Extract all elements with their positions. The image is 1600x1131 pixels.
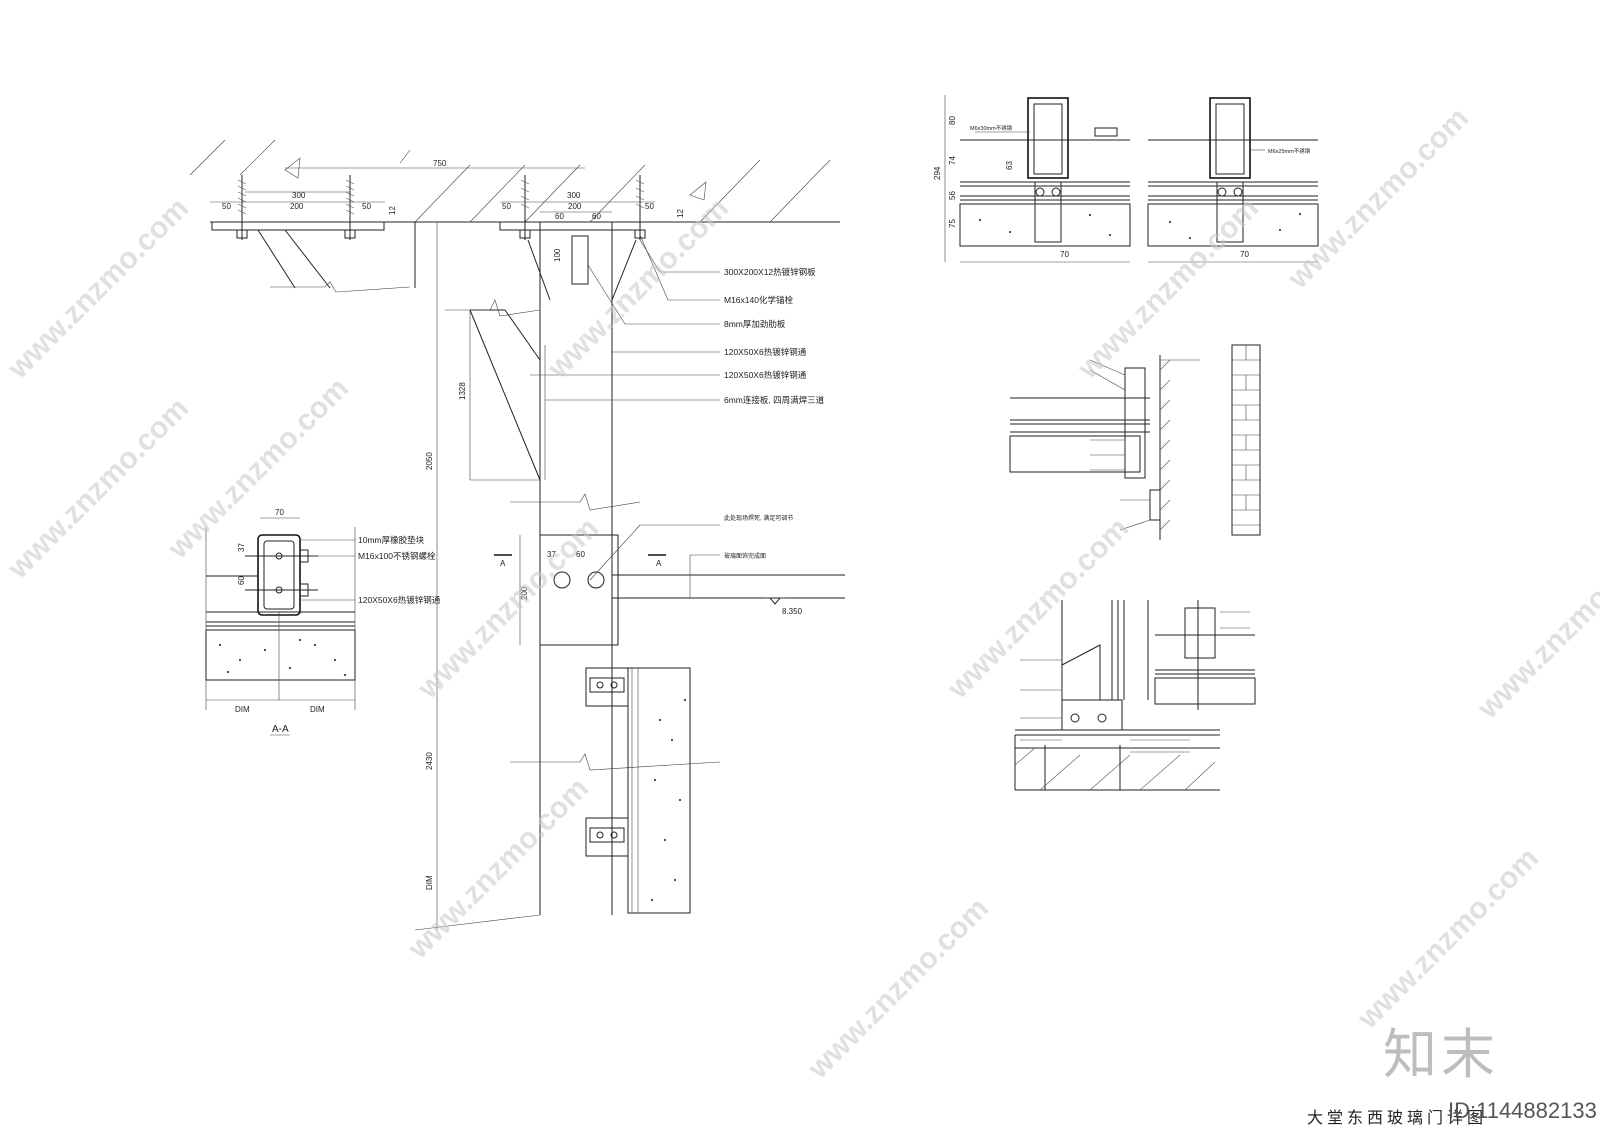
callout-connect-plate: 6mm连接板, 四周满焊三道	[724, 395, 825, 405]
left-anchor-group: 750 300 50 200 50 12	[210, 159, 585, 293]
tr-dim-70a: 70	[1060, 250, 1069, 259]
callout-stiffener: 8mm厚加劲肋板	[724, 319, 786, 329]
drawing-title: 大堂东西玻璃门详图	[1307, 1108, 1488, 1127]
note-finish: 玻璃面饰完成面	[724, 552, 766, 560]
watermark-text: www.znzmo.com	[541, 192, 735, 386]
dim-dim: DIM	[425, 875, 434, 890]
aa-title: A-A	[272, 724, 289, 735]
aa-dim-70: 70	[275, 508, 284, 517]
watermark-text: www.znzmo.com	[401, 772, 595, 966]
callout-steel-tube-2: 120X50X6热镀锌钢通	[724, 370, 807, 380]
dim-300-right: 300	[567, 191, 581, 200]
callout-chem-anchor: M16x140化学锚栓	[724, 295, 793, 305]
dim-12-right: 12	[676, 209, 685, 218]
dim-50b-left: 50	[362, 202, 371, 211]
aa-dim-left: DIM	[235, 705, 250, 714]
wall-detail	[1009, 344, 1261, 540]
main-column: 300 50 200 50 60 60 12 100	[414, 175, 845, 931]
aa-callout-tube: 120X50X6热镀锌钢通	[358, 595, 441, 605]
slab-line	[189, 139, 840, 223]
tr-dim-294: 294	[933, 166, 942, 180]
top-right-detail: 294 80 74 56 75 70 63 70 M6x30mm不	[933, 95, 1319, 263]
dim-200-right: 200	[568, 202, 582, 211]
dim-2430: 2430	[425, 752, 434, 770]
main-callouts: 300X200X12热镀锌钢板 M16x140化学锚栓 8mm厚加劲肋板 120…	[530, 234, 825, 598]
watermark-text: www.znzmo.com	[941, 512, 1135, 706]
watermark-text: www.znzmo.com	[411, 512, 605, 706]
watermark-text: www.znzmo.com	[1351, 842, 1545, 1036]
dim-300-left: 300	[292, 191, 306, 200]
aa-dim-60: 60	[237, 576, 246, 585]
dim-200-left: 200	[290, 202, 304, 211]
brand-logo: 知末	[1383, 1023, 1499, 1086]
section-a-left: A	[500, 559, 506, 568]
id-label: ID:1144882133	[1448, 1098, 1597, 1123]
watermark-text: www.znzmo.com	[1, 192, 195, 386]
watermark-text: www.znzmo.com	[1471, 532, 1600, 726]
watermark-text: www.znzmo.com	[1071, 192, 1265, 386]
watermark-text: www.znzmo.com	[1281, 102, 1475, 296]
tr-dim-80: 80	[948, 116, 957, 125]
tr-label-m6x30: M6x30mm不锈钢	[970, 124, 1013, 132]
dim-12-left: 12	[388, 206, 397, 215]
aa-callout-bolt: M16x100不锈钢螺栓	[358, 551, 436, 561]
tr-label-m6x25: M6x25mm不锈钢	[1268, 147, 1311, 155]
base-detail	[1014, 600, 1256, 791]
watermark-text: www.znzmo.com	[1, 392, 195, 586]
watermark-layer: www.znzmo.com www.znzmo.com www.znzmo.co…	[1, 102, 1600, 1086]
dim-50b-right: 50	[645, 202, 654, 211]
section-aa: 70 37 60 DIM DIM A-A 10mm厚橡胶垫块 M16x100不锈…	[205, 508, 441, 736]
dim-plate-37: 37	[547, 550, 556, 559]
dim-100: 100	[553, 248, 562, 262]
dim-750: 750	[433, 159, 447, 168]
section-a-right: A	[656, 559, 662, 568]
dim-plate-60: 60	[576, 550, 585, 559]
aa-callout-rubber: 10mm厚橡胶垫块	[358, 535, 425, 545]
tr-dim-75: 75	[948, 219, 957, 228]
dim-50-left: 50	[222, 202, 231, 211]
dim-60b: 60	[592, 212, 601, 221]
tr-dim-63: 63	[1005, 161, 1014, 170]
dim-60a: 60	[555, 212, 564, 221]
tr-dim-74: 74	[948, 156, 957, 165]
dim-1328: 1328	[458, 382, 467, 400]
callout-steel-plate: 300X200X12热镀锌钢板	[724, 267, 816, 277]
aa-dim-37: 37	[237, 543, 246, 552]
callout-steel-tube-1: 120X50X6热镀锌钢通	[724, 347, 807, 357]
tr-dim-56: 56	[948, 191, 957, 200]
dim-plate-200: 200	[520, 586, 529, 600]
level-8350: 8.350	[782, 607, 803, 616]
watermark-text: www.znzmo.com	[801, 892, 995, 1086]
dim-2050: 2050	[425, 452, 434, 470]
note-weld: 此处现场焊死, 满足可调节	[724, 514, 793, 522]
dim-50-right: 50	[502, 202, 511, 211]
aa-dim-right: DIM	[310, 705, 325, 714]
tr-dim-70b: 70	[1240, 250, 1249, 259]
